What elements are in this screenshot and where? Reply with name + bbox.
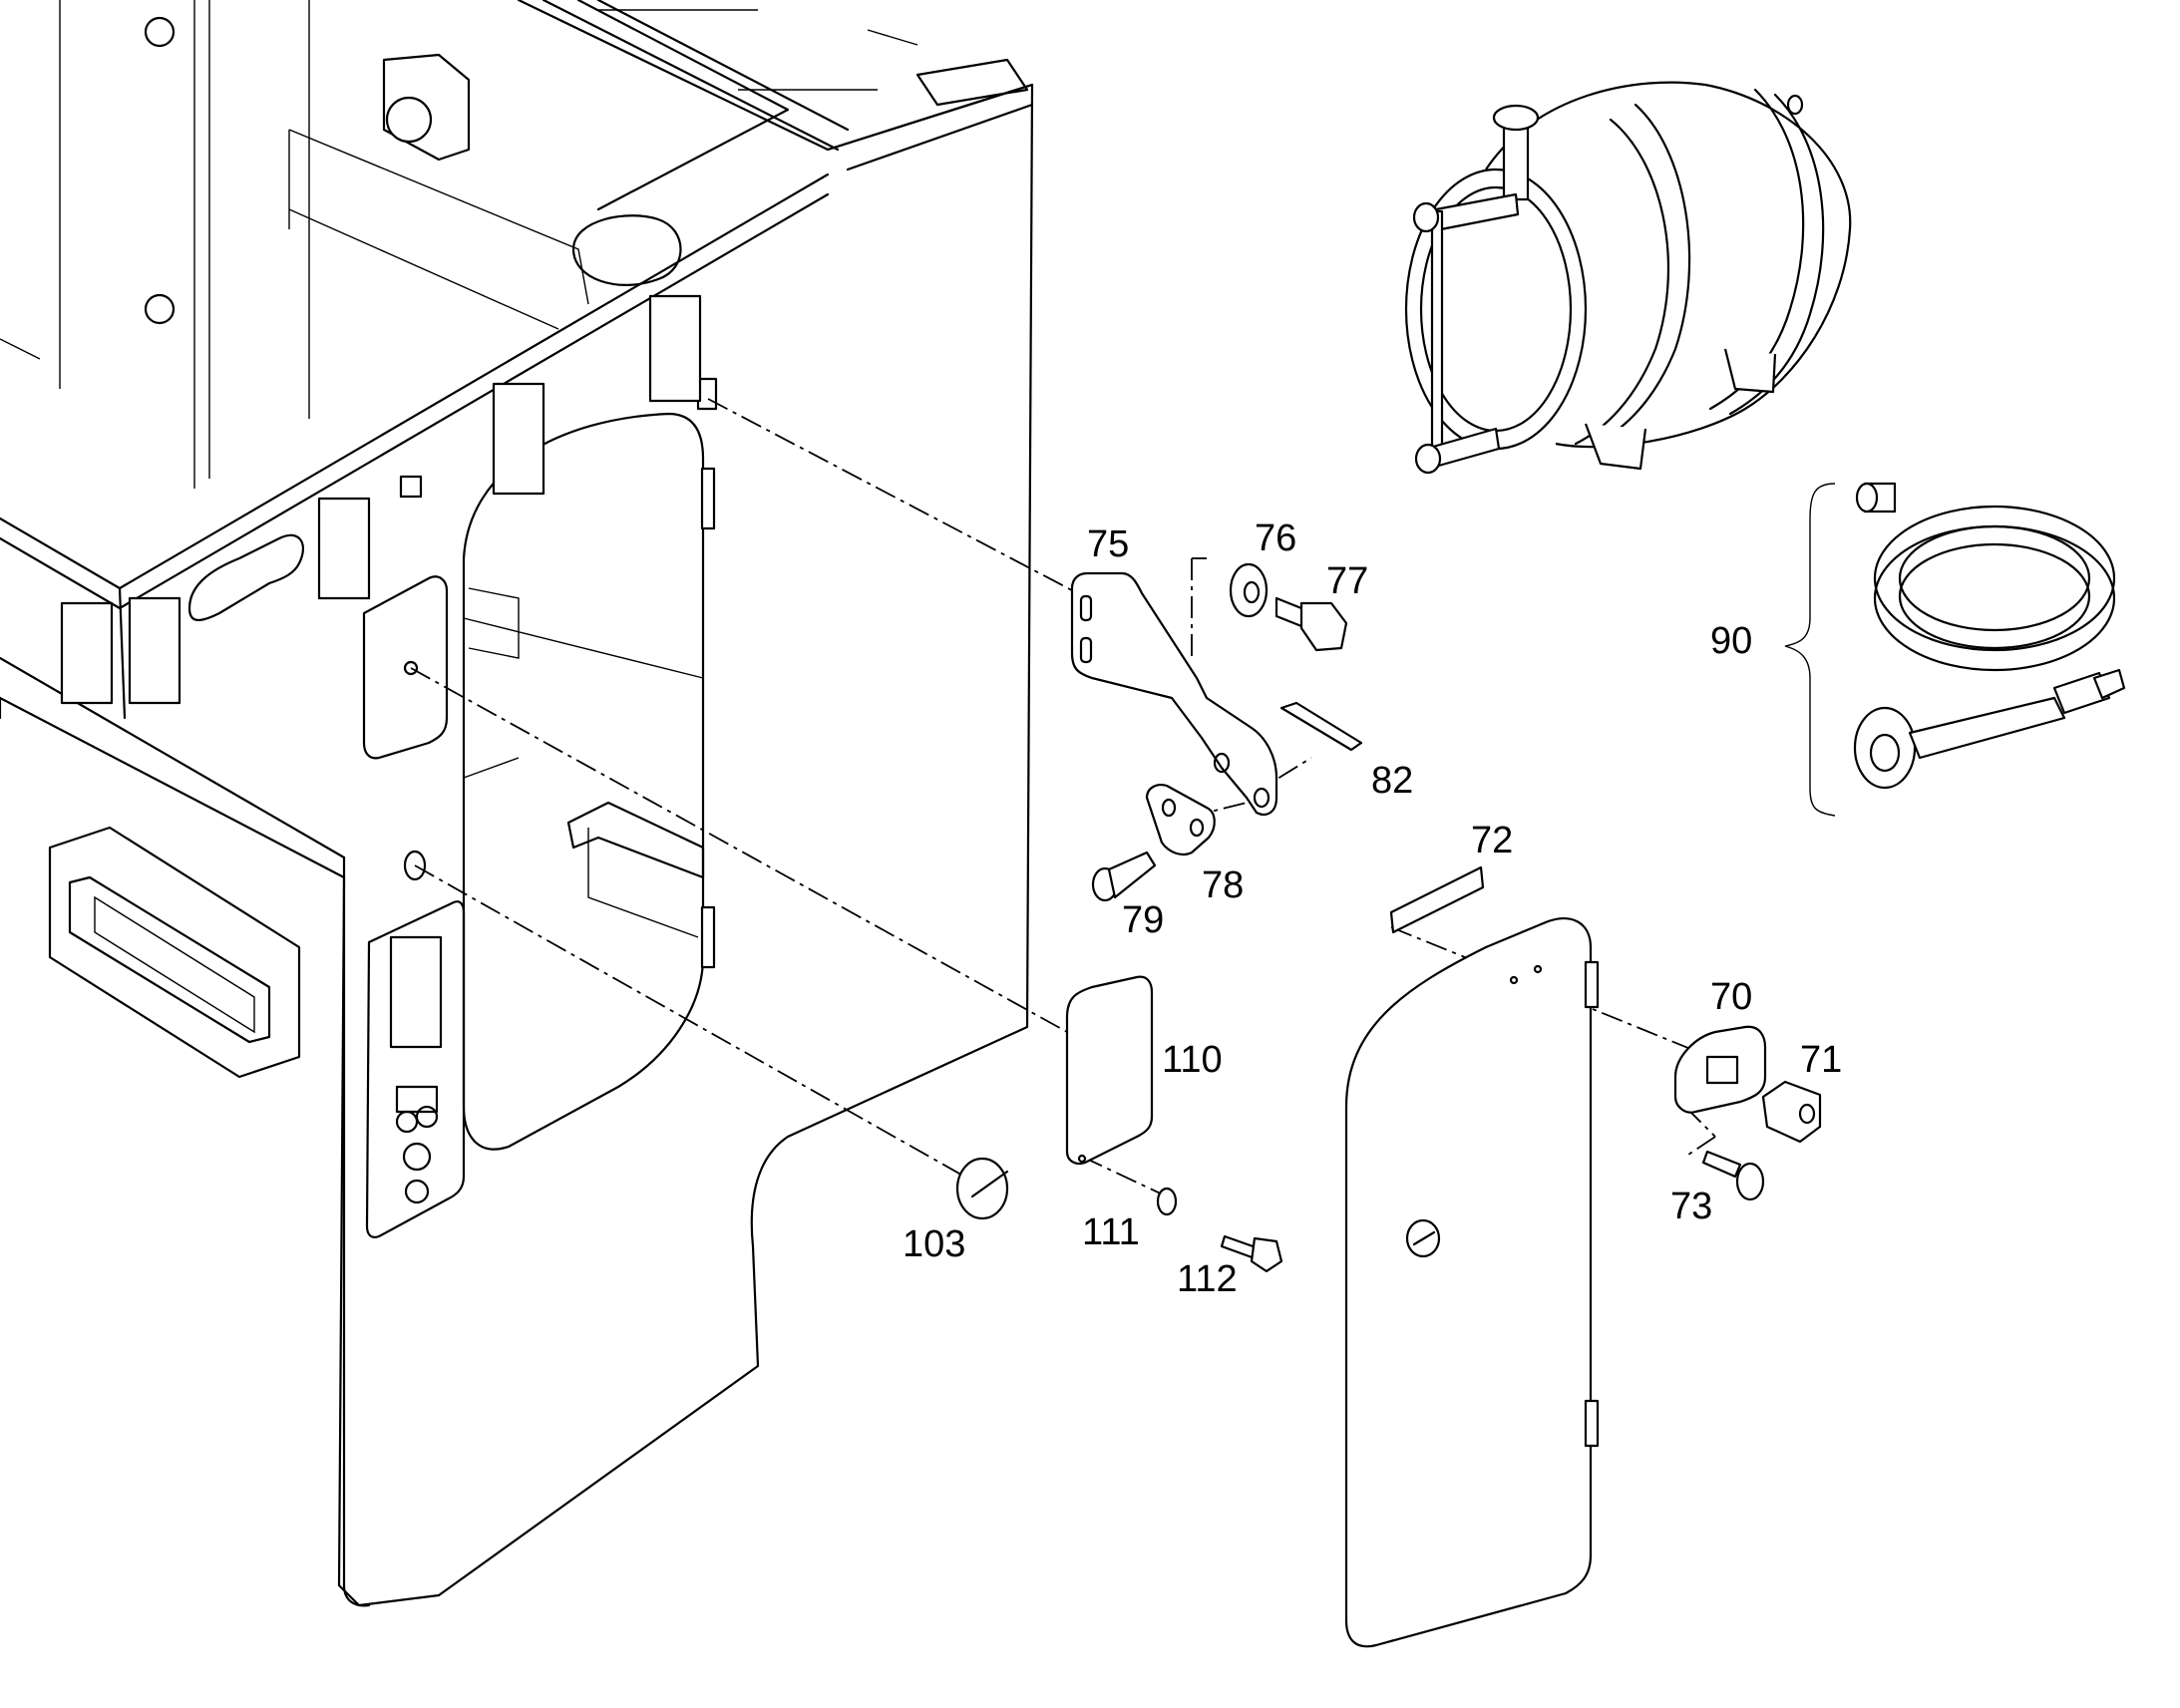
part-79-screw [1091, 851, 1157, 902]
part-76-washer [1229, 562, 1269, 618]
label-78: 78 [1202, 864, 1244, 906]
part-111-washer [1156, 1187, 1178, 1216]
label-103: 103 [903, 1223, 965, 1265]
label-90: 90 [1710, 620, 1752, 662]
part-73-screw [1701, 1150, 1765, 1201]
label-110: 110 [1162, 1039, 1223, 1081]
part-110-cover [1065, 975, 1154, 1166]
water-tank [1404, 81, 1852, 475]
callout-labels: 75 76 77 82 78 79 90 72 70 71 73 110 111… [903, 517, 1842, 1300]
label-112: 112 [1177, 1258, 1238, 1300]
label-76: 76 [1255, 517, 1296, 559]
label-72: 72 [1471, 820, 1513, 861]
part-70-latch [1673, 1025, 1767, 1114]
part-78-catch [1145, 784, 1216, 856]
part-112-screw [1220, 1234, 1283, 1273]
part-90-hose-kit [1784, 482, 2126, 817]
cabinet-body [0, 0, 1034, 1607]
door-panel [1344, 917, 1600, 1648]
part-103-plug [955, 1157, 1009, 1220]
label-73: 73 [1670, 1186, 1712, 1227]
part-72-seal [1389, 865, 1485, 934]
part-75-bracket [1070, 571, 1278, 816]
label-70: 70 [1710, 976, 1752, 1018]
label-111: 111 [1082, 1211, 1140, 1253]
label-75: 75 [1087, 523, 1129, 565]
label-71: 71 [1800, 1039, 1842, 1081]
label-77: 77 [1326, 560, 1368, 602]
label-82: 82 [1371, 760, 1413, 802]
label-79: 79 [1122, 899, 1164, 941]
part-82-plate [1279, 701, 1363, 752]
part-77-bolt [1274, 596, 1348, 652]
part-71-knob [1761, 1080, 1822, 1144]
